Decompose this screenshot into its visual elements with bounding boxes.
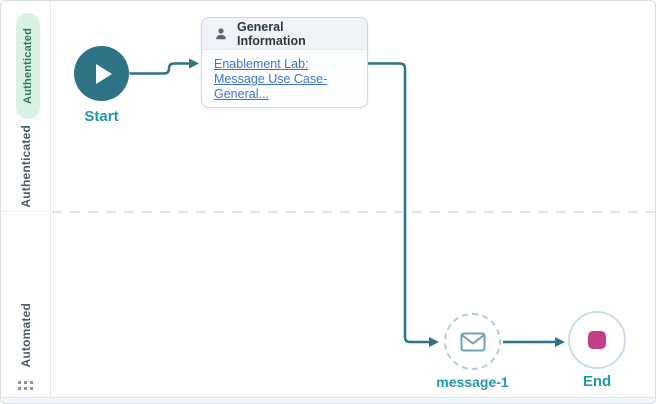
- stop-square-icon: [588, 331, 606, 349]
- message-node[interactable]: [444, 313, 501, 370]
- envelope-icon: [460, 332, 485, 351]
- end-label: End: [582, 373, 612, 390]
- end-node[interactable]: [568, 311, 626, 369]
- user-icon: [216, 27, 226, 39]
- connector-start-to-card: [129, 58, 199, 75]
- card-header: General Information: [202, 18, 367, 50]
- lane-label-authenticated: Authenticated: [19, 124, 33, 208]
- lane-label-automated: Automated: [19, 302, 33, 368]
- message-label: message-1: [436, 374, 509, 390]
- connector-card-to-message: [368, 62, 439, 347]
- general-information-card[interactable]: General Information Enablement Lab: Mess…: [201, 17, 368, 108]
- lane-badge-label: Authenticated: [22, 28, 34, 104]
- sidebar-lane-divider: [1, 211, 51, 212]
- lane-divider: [52, 211, 655, 213]
- card-link[interactable]: Enablement Lab: Message Use Case- Genera…: [214, 57, 328, 101]
- start-node[interactable]: [74, 46, 129, 101]
- drag-handle-dots-icon[interactable]: [18, 381, 33, 390]
- play-icon: [96, 63, 112, 84]
- swimlane-sidebar: Authenticated Authenticated Automated: [1, 1, 51, 397]
- bottom-strip: [1, 397, 655, 403]
- card-body: Enablement Lab: Message Use Case- Genera…: [202, 50, 367, 103]
- start-label: Start: [84, 108, 119, 125]
- lane-badge-authenticated: Authenticated: [16, 13, 40, 119]
- card-title: General Information: [237, 19, 306, 48]
